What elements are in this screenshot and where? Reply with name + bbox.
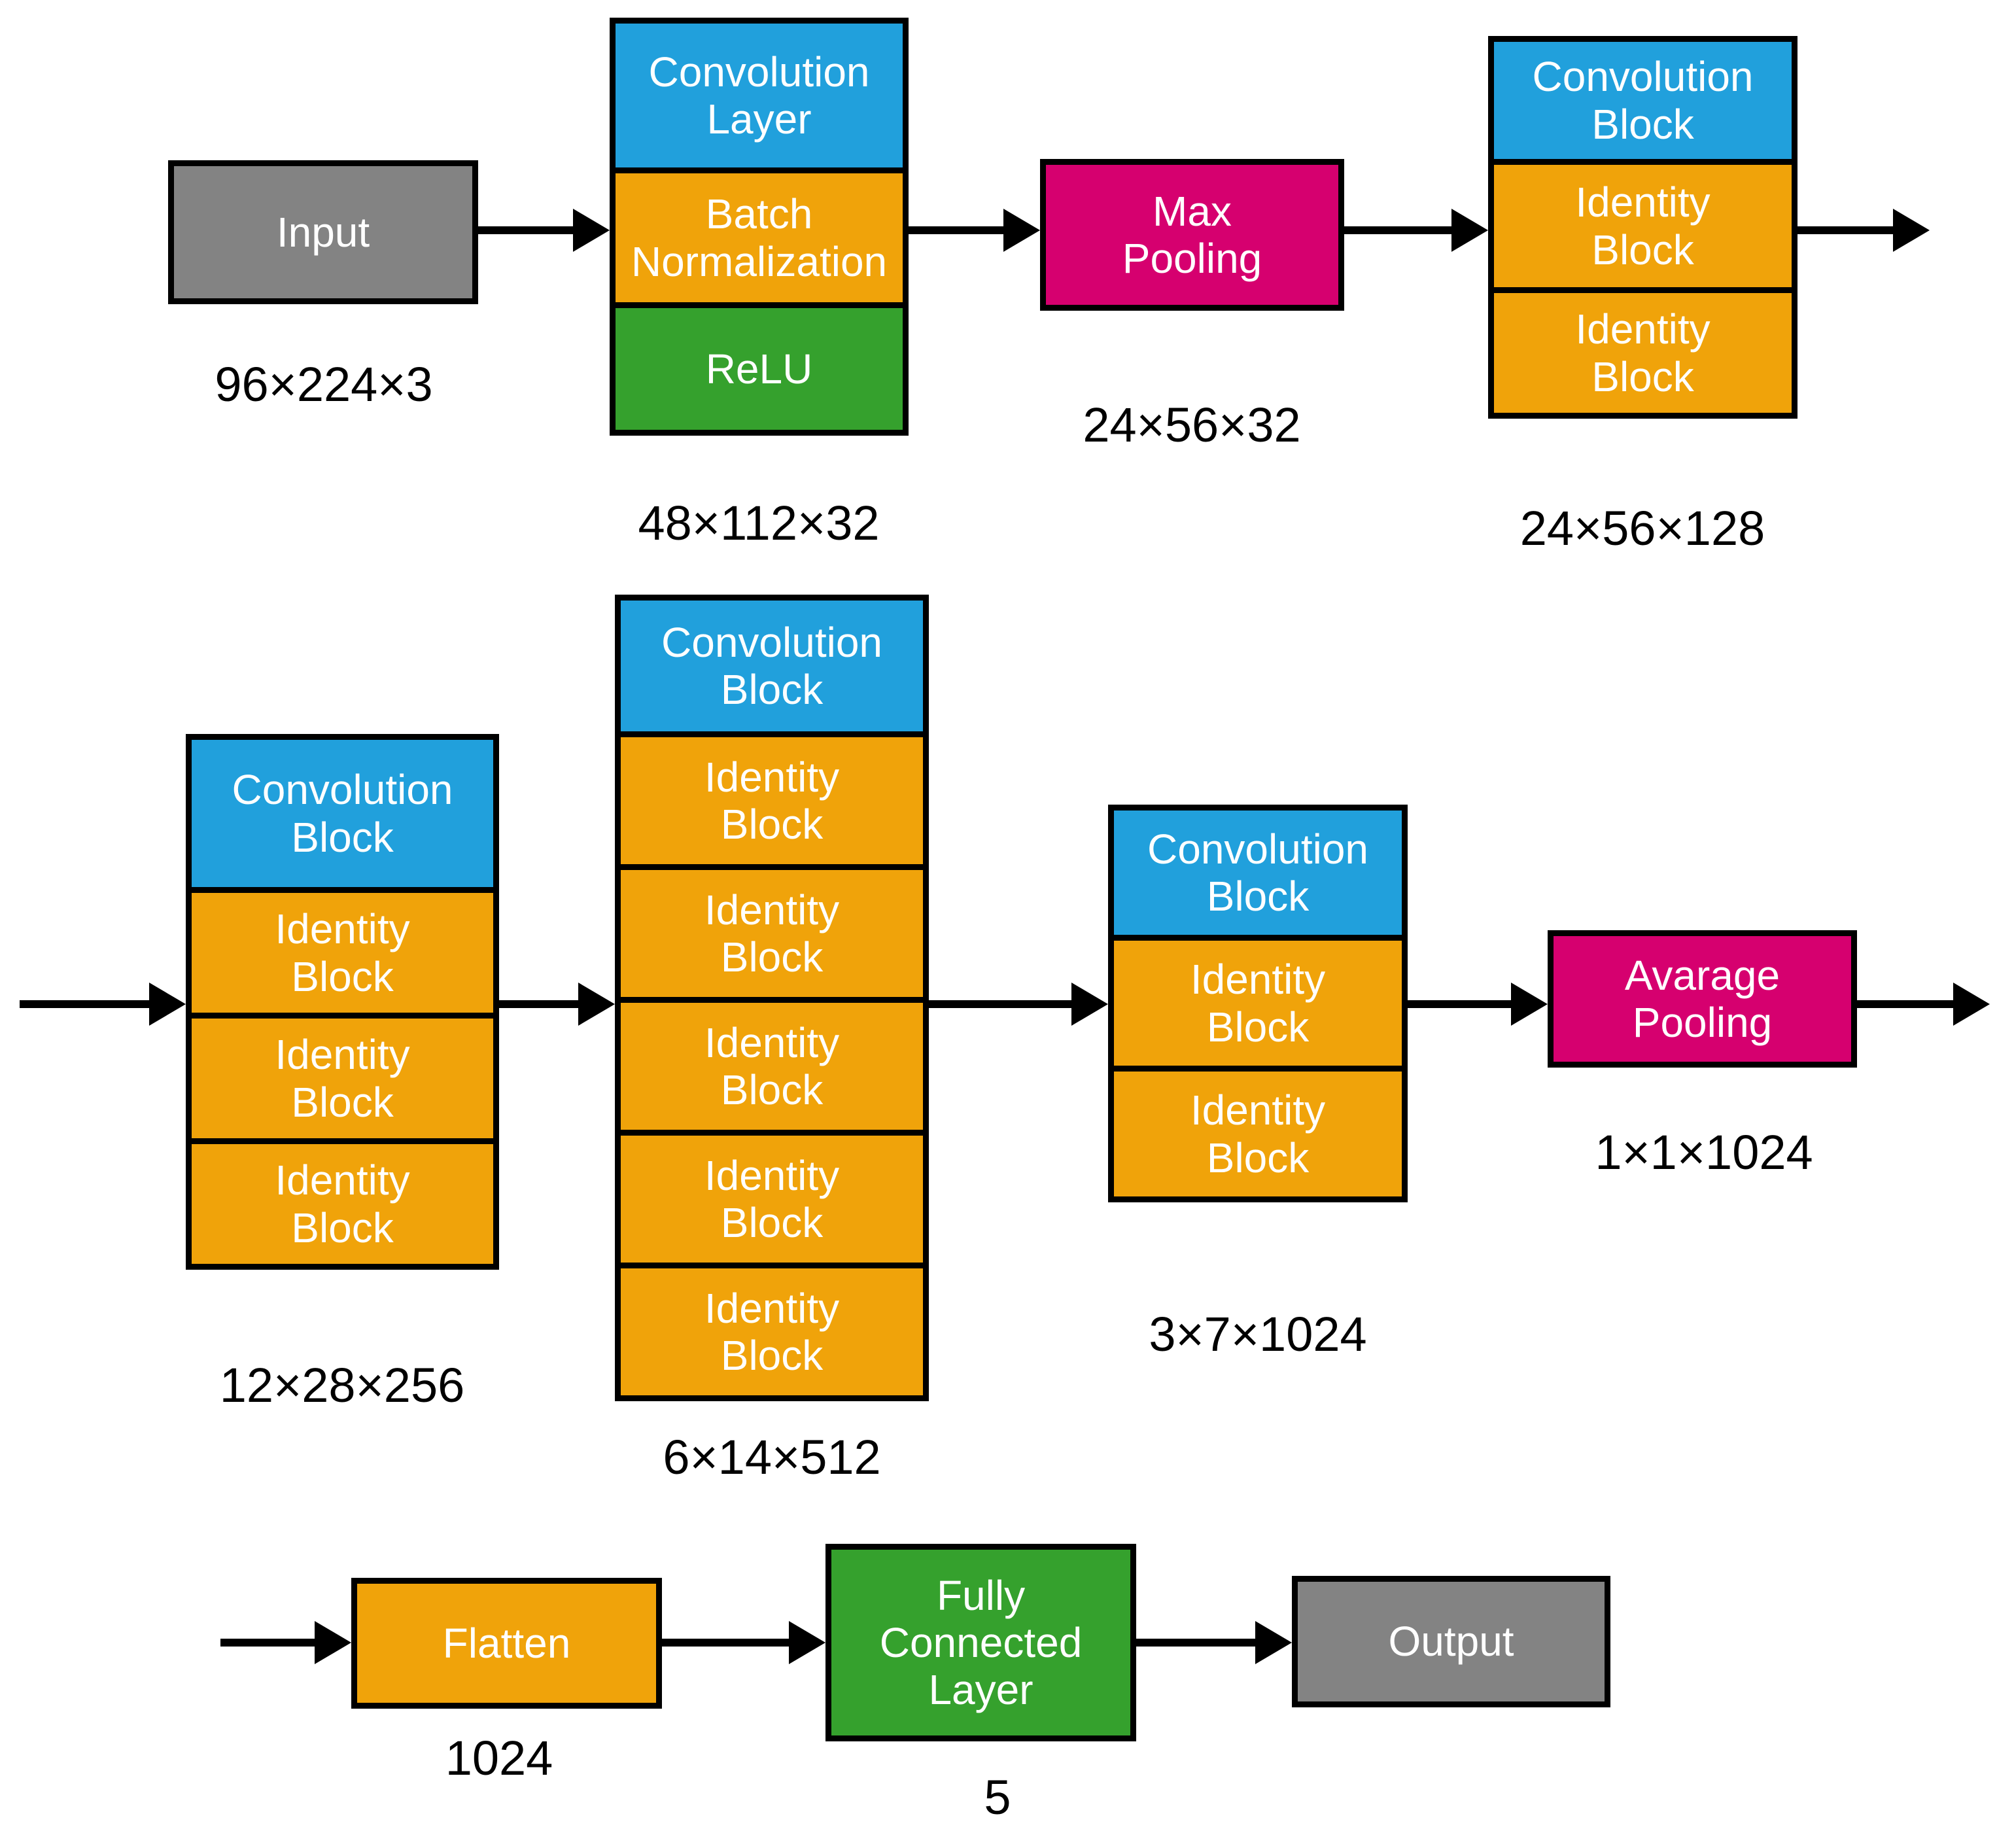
identity-block-label: Identity Block (1575, 179, 1710, 273)
flow-arrow-shaft (499, 1000, 581, 1008)
identity-block-label: Identity Block (275, 905, 410, 1000)
arrowhead-icon (573, 209, 610, 252)
flow-arrow-shaft (1408, 1000, 1514, 1008)
arrowhead-icon (1451, 209, 1488, 252)
identity-block-label: Identity Block (275, 1031, 410, 1126)
arrowhead-icon (1071, 983, 1108, 1026)
convolution-block-section: Convolution Block (1114, 811, 1402, 935)
flow-arrow-shaft (909, 226, 1006, 234)
convolution-block-section: Convolution Block (192, 740, 493, 887)
relu-section: ReLU (616, 308, 903, 430)
arrowhead-icon (578, 983, 615, 1026)
flatten-dim-label: 1024 (445, 1731, 553, 1785)
identity-block-label: Identity Block (1190, 956, 1326, 1051)
input-box: Input (168, 160, 478, 304)
flow-arrow-shaft (1857, 1000, 1956, 1008)
fully-connected-dim-label: 5 (984, 1770, 1011, 1824)
identity-block-section: Identity Block (1494, 293, 1792, 413)
max-pooling-dim-label: 24×56×32 (1083, 398, 1301, 452)
stage3-dim-label: 12×28×256 (219, 1358, 465, 1412)
identity-block-section: Identity Block (192, 1019, 493, 1138)
arrowhead-icon (789, 1621, 825, 1664)
max-pooling-label: Max Pooling (1122, 187, 1262, 282)
convolution-block-section: Convolution Block (1494, 42, 1792, 159)
identity-block-label: Identity Block (704, 1151, 840, 1246)
input-box-label: Input (276, 208, 370, 256)
stage2-block-stack: Convolution Block Identity Block Identit… (1488, 36, 1797, 419)
output-box-label: Output (1388, 1618, 1514, 1665)
flow-arrow-shaft (20, 1000, 152, 1008)
input-dim-label: 96×224×3 (215, 357, 433, 411)
fully-connected-label: Fully Connected Layer (879, 1571, 1083, 1714)
arrowhead-icon (1953, 983, 1990, 1026)
stage2-dim-label: 24×56×128 (1519, 501, 1765, 555)
identity-block-label: Identity Block (704, 1284, 840, 1379)
average-pooling-box: Avarage Pooling (1548, 930, 1857, 1068)
flow-arrow-shaft (478, 226, 576, 234)
stage3-block-stack: Convolution Block Identity Block Identit… (186, 734, 499, 1270)
convolution-block-label: Convolution Block (1147, 825, 1368, 920)
arrowhead-icon (315, 1621, 351, 1664)
stage5-block-stack: Convolution Block Identity Block Identit… (1108, 805, 1408, 1202)
identity-block-section: Identity Block (621, 1136, 923, 1263)
flatten-box: Flatten (351, 1578, 662, 1709)
flow-arrow-shaft (1136, 1639, 1258, 1647)
identity-block-label: Identity Block (704, 753, 840, 848)
output-box: Output (1292, 1576, 1610, 1707)
convolution-layer-label: Convolution Layer (648, 48, 870, 143)
average-pooling-label: Avarage Pooling (1624, 951, 1780, 1046)
arrowhead-icon (1893, 209, 1930, 252)
arrowhead-icon (1003, 209, 1040, 252)
arrowhead-icon (1255, 1621, 1292, 1664)
average-pooling-dim-label: 1×1×1024 (1595, 1125, 1813, 1179)
convolution-block-section: Convolution Block (621, 601, 923, 731)
flow-arrow-shaft (220, 1639, 317, 1647)
max-pooling-box: Max Pooling (1040, 159, 1344, 311)
identity-block-section: Identity Block (621, 1003, 923, 1130)
stem-conv-stack: Convolution Layer Batch Normalization Re… (610, 18, 909, 436)
identity-block-section: Identity Block (621, 870, 923, 997)
identity-block-label: Identity Block (275, 1157, 410, 1251)
batch-normalization-section: Batch Normalization (616, 173, 903, 302)
identity-block-section: Identity Block (621, 737, 923, 864)
arrowhead-icon (1511, 983, 1548, 1026)
flatten-label: Flatten (442, 1619, 571, 1667)
identity-block-section: Identity Block (621, 1268, 923, 1395)
relu-label: ReLU (705, 345, 813, 392)
identity-block-section: Identity Block (1114, 1072, 1402, 1196)
convolution-block-label: Convolution Block (1532, 53, 1754, 148)
stage4-dim-label: 6×14×512 (663, 1430, 881, 1484)
identity-block-label: Identity Block (1575, 305, 1710, 400)
stage5-dim-label: 3×7×1024 (1149, 1307, 1367, 1361)
identity-block-section: Identity Block (1494, 165, 1792, 287)
batch-normalization-label: Batch Normalization (631, 190, 888, 285)
fully-connected-box: Fully Connected Layer (825, 1544, 1136, 1741)
flow-arrow-shaft (1344, 226, 1454, 234)
identity-block-label: Identity Block (1190, 1087, 1326, 1181)
flow-arrow-shaft (929, 1000, 1074, 1008)
stem-dim-label: 48×112×32 (638, 496, 880, 550)
flow-arrow-shaft (1797, 226, 1896, 234)
identity-block-section: Identity Block (1114, 941, 1402, 1066)
stage4-block-stack: Convolution Block Identity Block Identit… (615, 595, 929, 1401)
identity-block-label: Identity Block (704, 886, 840, 981)
flow-arrow-shaft (662, 1639, 791, 1647)
identity-block-section: Identity Block (192, 1144, 493, 1264)
convolution-block-label: Convolution Block (232, 766, 453, 861)
convolution-layer-section: Convolution Layer (616, 24, 903, 167)
identity-block-section: Identity Block (192, 893, 493, 1013)
identity-block-label: Identity Block (704, 1019, 840, 1113)
arrowhead-icon (149, 983, 186, 1026)
convolution-block-label: Convolution Block (661, 618, 882, 713)
